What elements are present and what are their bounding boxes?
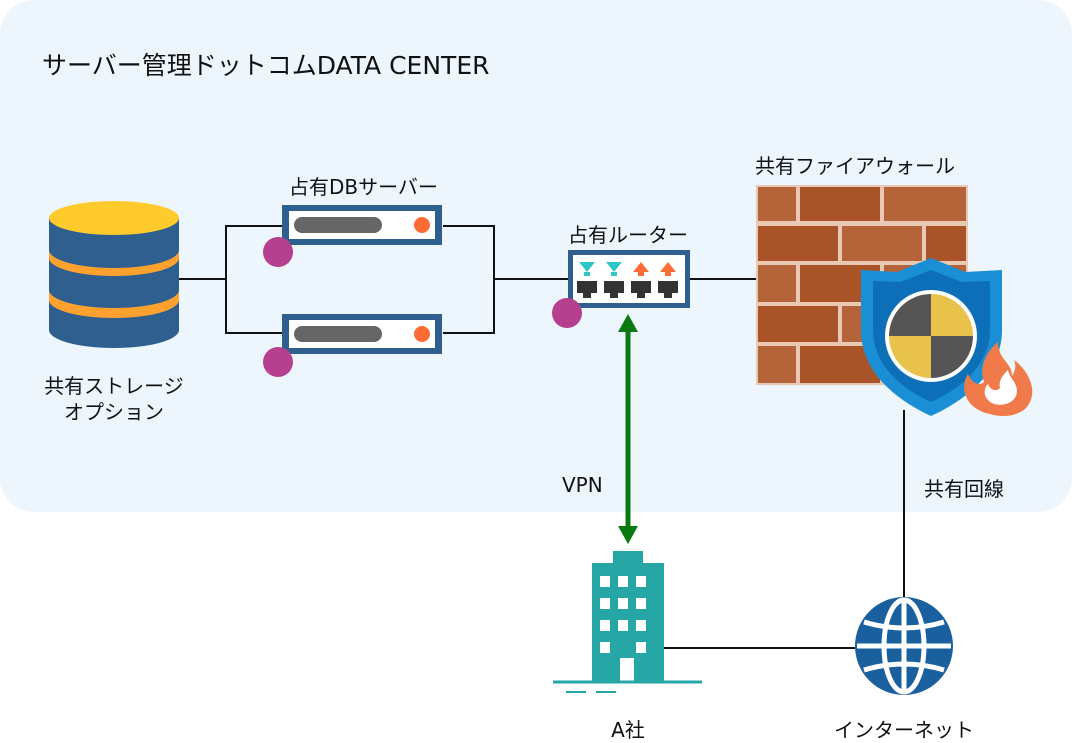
storage-label-line1: 共有ストレージ [44, 374, 184, 398]
internet-label: インターネット [834, 718, 974, 742]
server-badge-1 [263, 237, 293, 267]
server-badge-2 [263, 347, 293, 377]
vpn-arrow [618, 314, 638, 544]
vpn-label: VPN [562, 473, 603, 497]
company-label: A社 [611, 718, 645, 742]
flame-icon [964, 342, 1033, 416]
database-icon [49, 201, 179, 348]
server-icon-2 [263, 314, 442, 377]
datacenter-title: サーバー管理ドットコムDATA CENTER [42, 51, 490, 80]
shared-line-label: 共有回線 [924, 477, 1004, 501]
building-icon [553, 551, 702, 693]
firewall-icon [756, 185, 1033, 416]
globe-icon [855, 597, 953, 695]
router-label: 占有ルーター [568, 223, 688, 247]
link-server-bracket-left [225, 225, 282, 334]
server-icon-1 [263, 205, 442, 267]
firewall-label: 共有ファイアウォール [755, 154, 955, 178]
link-server-bracket-right [443, 225, 495, 334]
db-server-label: 占有DBサーバー [289, 175, 438, 199]
router-badge [552, 298, 582, 328]
router-icon [552, 250, 690, 328]
connection-lines [178, 225, 905, 649]
storage-label-line2: オプション [64, 400, 164, 424]
